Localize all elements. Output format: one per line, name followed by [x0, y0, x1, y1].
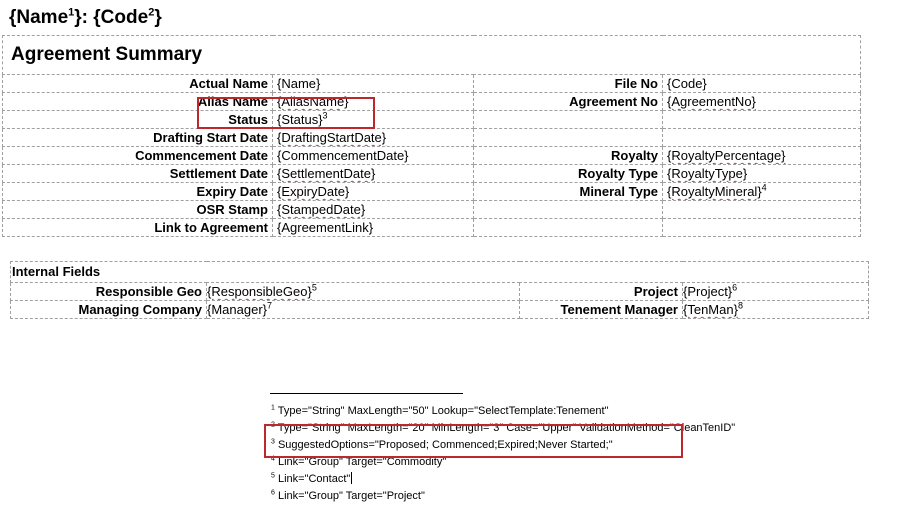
internal-fields-heading: Internal Fields [9, 261, 870, 283]
field-value[interactable] [662, 218, 861, 237]
field-label: Drafting Start Date [2, 128, 273, 147]
field-value[interactable]: {Project}6 [681, 282, 870, 301]
field-value[interactable]: {Manager}7 [206, 300, 520, 319]
field-label: Responsible Geo [10, 282, 207, 301]
field-label: Managing Company [10, 300, 207, 319]
field-label: Mineral Type [473, 182, 663, 201]
field-value[interactable]: {TenMan}8 [681, 300, 870, 319]
field-value[interactable]: {Code} [662, 74, 861, 93]
table-row: Link to Agreement {AgreementLink} [2, 218, 861, 237]
internal-fields-table: Internal Fields Responsible Geo {Respons… [9, 261, 870, 319]
field-label: Agreement No [473, 92, 663, 111]
field-label: Tenement Manager [519, 300, 683, 319]
field-value[interactable] [662, 110, 861, 129]
field-value[interactable]: {AgreementLink} [272, 218, 474, 237]
field-value[interactable] [662, 200, 861, 219]
field-value[interactable]: {ResponsibleGeo}5 [206, 282, 520, 301]
field-label: Settlement Date [2, 164, 273, 183]
footnotes-list: 1 Type="String" MaxLength="50" Lookup="S… [271, 403, 735, 505]
footnote[interactable]: 5 Link="Contact" [271, 472, 353, 485]
agreement-summary-heading: Agreement Summary [2, 35, 861, 75]
table-row: Settlement Date {SettlementDate} Royalty… [2, 164, 861, 183]
field-label: Link to Agreement [2, 218, 273, 237]
footnote[interactable]: 6 Link="Group" Target="Project" [271, 489, 425, 502]
footnote-separator [270, 393, 463, 394]
field-label: Project [519, 282, 683, 301]
field-label [473, 110, 663, 129]
footnote[interactable]: 1 Type="String" MaxLength="50" Lookup="S… [271, 404, 609, 417]
table-row: Alias Name {AliasName} Agreement No {Agr… [2, 92, 861, 111]
field-label: Royalty Type [473, 164, 663, 183]
field-label: Expiry Date [2, 182, 273, 201]
table-row: OSR Stamp {StampedDate} [2, 200, 861, 219]
field-label: OSR Stamp [2, 200, 273, 219]
field-value[interactable]: {CommencementDate} [272, 146, 474, 165]
field-label [473, 128, 663, 147]
field-value[interactable]: {ExpiryDate} [272, 182, 474, 201]
document-title: {Name1}: {Code2} [9, 6, 162, 28]
field-label: Commencement Date [2, 146, 273, 165]
footnote[interactable]: 2 Type="String" MaxLength="20" MinLength… [271, 421, 736, 434]
table-row: Responsible Geo {ResponsibleGeo}5 Projec… [10, 282, 870, 301]
field-value[interactable]: {DraftingStartDate} [272, 128, 474, 147]
field-value[interactable]: {SettlementDate} [272, 164, 474, 183]
field-value-status[interactable]: {Status}3 [272, 110, 474, 129]
field-label: Actual Name [2, 74, 273, 93]
table-row: Drafting Start Date {DraftingStartDate} [2, 128, 861, 147]
field-value[interactable] [662, 128, 861, 147]
footnote[interactable]: 4 Link="Group" Target="Commodity" [271, 455, 447, 468]
text-cursor [351, 472, 353, 484]
field-value[interactable]: {AliasName} [272, 92, 474, 111]
table-row: Commencement Date {CommencementDate} Roy… [2, 146, 861, 165]
agreement-summary-table: Agreement Summary Actual Name {Name} Fil… [2, 35, 861, 237]
field-label [473, 218, 663, 237]
field-value[interactable]: {StampedDate} [272, 200, 474, 219]
table-row: Status {Status}3 [2, 110, 861, 129]
table-row: Managing Company {Manager}7 Tenement Man… [10, 300, 870, 319]
field-value[interactable]: {RoyaltyType} [662, 164, 861, 183]
field-label: Royalty [473, 146, 663, 165]
table-row: Actual Name {Name} File No {Code} [2, 74, 861, 93]
table-row: Expiry Date {ExpiryDate} Mineral Type {R… [2, 182, 861, 201]
field-value[interactable]: {AgreementNo} [662, 92, 861, 111]
field-value[interactable]: {RoyaltyMineral}4 [662, 182, 861, 201]
field-label: File No [473, 74, 663, 93]
field-label: Alias Name [2, 92, 273, 111]
field-label [473, 200, 663, 219]
field-value[interactable]: {RoyaltyPercentage} [662, 146, 861, 165]
footnote-suggested-options[interactable]: 3 SuggestedOptions="Proposed; Commenced;… [271, 438, 613, 451]
field-value[interactable]: {Name} [272, 74, 474, 93]
field-label-status: Status [2, 110, 273, 129]
